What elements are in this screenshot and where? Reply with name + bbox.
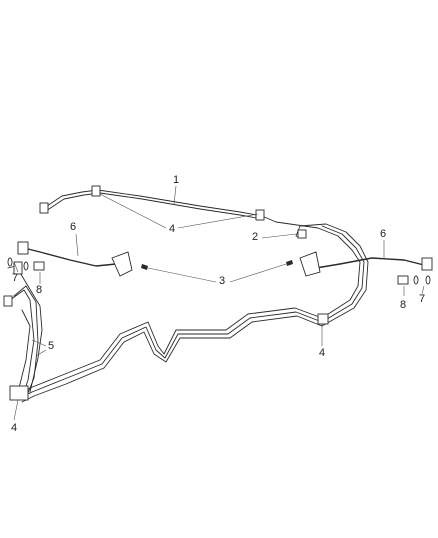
washer-left [7,257,13,267]
callout-7-left: 7 [12,272,19,284]
flex-hose-right [299,251,433,277]
fitting-left-end [3,295,13,307]
hose-fitting-left [17,241,29,255]
flex-hose-left [17,241,133,277]
leader-lines [13,185,425,421]
hose-fitting-right [421,257,433,271]
tube-1 [39,189,263,220]
callout-6-right: 6 [380,228,387,240]
clips [91,185,329,325]
callout-1: 1 [173,174,180,186]
fitting-2 [297,229,307,239]
clip-right [317,313,329,325]
bracket-right [299,251,321,277]
small-parts [7,257,431,285]
callout-8-left: 8 [36,284,43,296]
callout-3: 3 [219,275,226,287]
bolt-left [141,264,148,270]
bracket-lower-left [9,385,29,401]
callout-8-right: 8 [400,299,407,311]
fitting-left [39,202,49,214]
callout-4-top: 4 [169,223,176,235]
washer-right [413,275,419,285]
clip-top-mid [255,209,265,221]
washer-left-2 [23,261,29,271]
callout-2: 2 [252,231,259,243]
main-brake-tube-bundle [17,215,369,403]
tube-group-5 [3,261,43,401]
callout-7-right: 7 [419,293,426,305]
callout-4-right: 4 [319,347,326,359]
callout-6-left: 6 [70,221,77,233]
callout-5: 5 [48,340,55,352]
fitting-8-left [33,261,45,271]
bracket-left [111,251,133,277]
clip-top-left [91,185,101,197]
washer-right-2 [425,275,431,285]
fitting-8-right [397,275,409,285]
bolt-right [286,260,293,266]
bolts-3 [141,260,293,270]
callout-4-bottom: 4 [11,422,18,434]
fitting-upper-left [13,261,23,275]
